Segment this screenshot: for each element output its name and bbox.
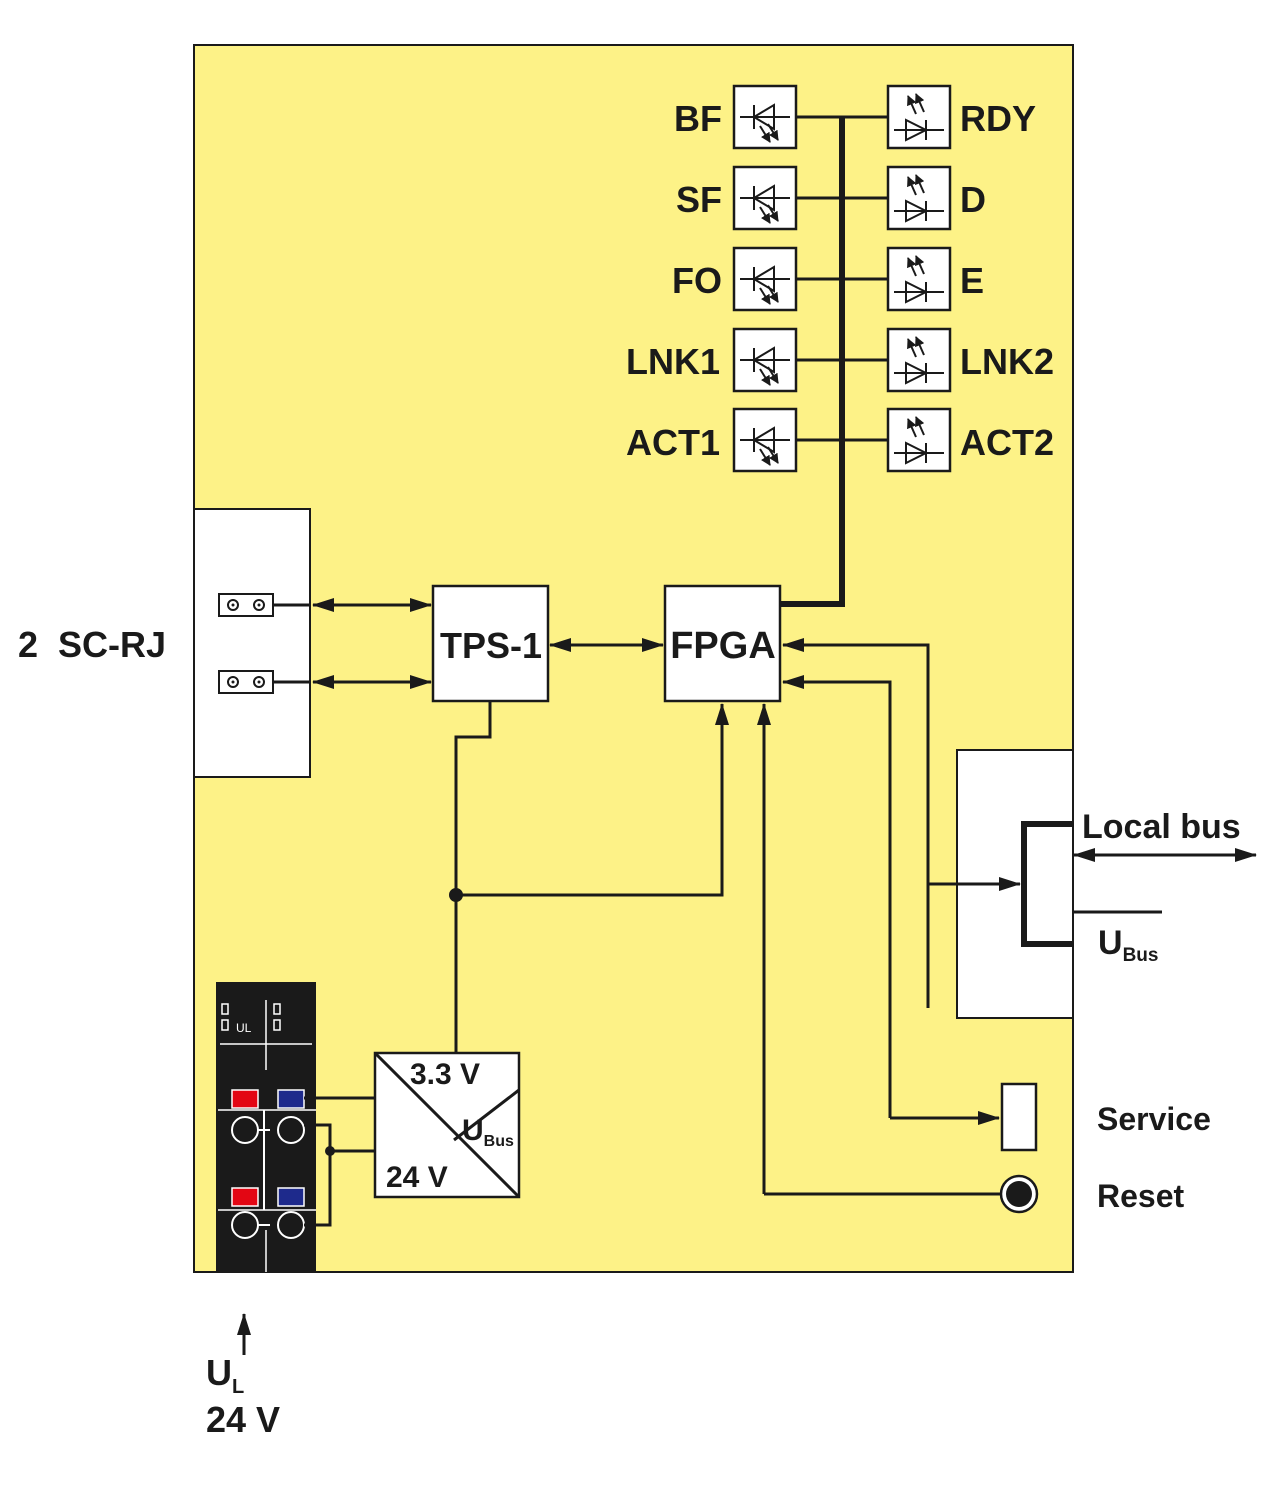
led-label-rdy: RDY	[960, 98, 1036, 139]
converter-24v-label: 24 V	[386, 1161, 448, 1194]
led-wiring	[796, 115, 888, 442]
converter-3v3-label: 3.3 V	[410, 1058, 480, 1091]
converter-ubus-label: UBus	[462, 1114, 514, 1150]
tps1-label: TPS-1	[440, 625, 542, 666]
led-label-bf: BF	[674, 98, 722, 139]
local-bus-label: Local bus	[1082, 808, 1241, 846]
led-symbols-left	[732, 84, 798, 473]
led-label-e: E	[960, 260, 984, 301]
led-label-act1: ACT1	[626, 422, 720, 463]
led-label-sf: SF	[676, 179, 722, 220]
sc-rj-connector-2	[218, 670, 274, 694]
sc-rj-panel	[193, 508, 311, 778]
reset-label: Reset	[1097, 1178, 1185, 1214]
led-label-d: D	[960, 179, 986, 220]
power-converter	[373, 1051, 521, 1199]
led-label-fo: FO	[672, 260, 722, 301]
tps1-block	[431, 584, 550, 703]
led-label-lnk1: LNK1	[626, 341, 720, 382]
fpga-label: FPGA	[670, 625, 776, 667]
sc-rj-label: 2 SC-RJ	[18, 624, 166, 665]
ul-label: UL	[206, 1352, 244, 1398]
service-switch	[1000, 1082, 1038, 1152]
ul-24v-label: 24 V	[206, 1399, 280, 1440]
service-label: Service	[1097, 1101, 1211, 1137]
led-label-lnk2: LNK2	[960, 341, 1054, 382]
led-label-act2: ACT2	[960, 422, 1054, 463]
reset-button-symbol	[999, 1174, 1039, 1214]
terminal-ul-label: UL	[236, 1021, 252, 1035]
supply-terminal-block	[216, 982, 316, 1272]
sc-rj-connector-1	[218, 593, 274, 617]
led-symbols-right	[886, 84, 952, 473]
ubus-label: UBus	[1098, 924, 1158, 966]
fpga-block	[663, 584, 782, 703]
